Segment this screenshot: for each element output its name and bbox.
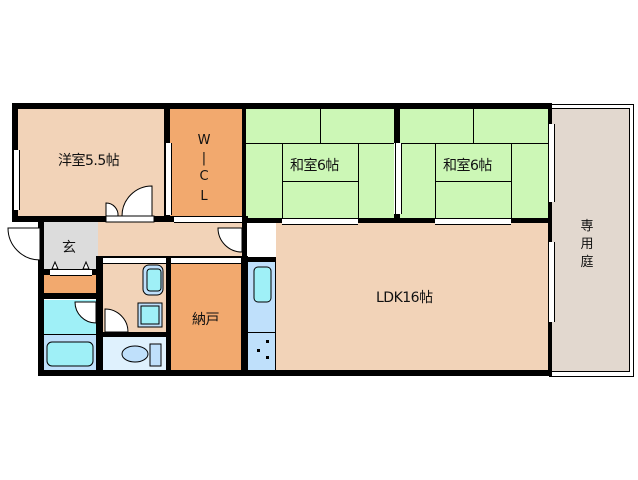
wall-wash-bath xyxy=(44,334,96,335)
wall-shoe-bottom xyxy=(38,293,98,299)
wall-kitchen-top xyxy=(246,257,276,262)
garden-label-char: 用 xyxy=(580,237,594,252)
tatami-line xyxy=(473,108,474,143)
sliding-door-wic-bottom xyxy=(174,216,242,223)
entrance xyxy=(44,222,98,270)
wall-entrance-right xyxy=(96,256,103,376)
wall-wic-japanese xyxy=(242,103,246,222)
shoe-step xyxy=(50,269,92,276)
tatami-line xyxy=(320,108,321,143)
japanese-room-1-label: 和室6帖 xyxy=(290,158,339,174)
wall-right xyxy=(548,103,552,376)
wic-label-line: W xyxy=(197,133,211,148)
sliding-door-japanese-2 xyxy=(435,218,511,225)
storage-room xyxy=(171,262,241,370)
shoe-closet xyxy=(44,275,96,293)
wall-japanese-bottom xyxy=(246,218,552,223)
sliding-door-japanese-divider xyxy=(395,143,402,214)
tatami-line xyxy=(435,181,511,182)
tatami-line xyxy=(282,143,283,218)
sliding-door-japanese-1 xyxy=(282,218,358,225)
tatami-line xyxy=(246,143,394,144)
wall-left-lower xyxy=(38,222,44,376)
storage-label: 納戸 xyxy=(192,312,220,328)
entrance-label: 玄 xyxy=(62,240,76,256)
wall-storage-kitchen xyxy=(241,256,248,376)
sliding-door-wic xyxy=(165,143,172,215)
window-japanese-right xyxy=(548,124,555,202)
japanese-room-2 xyxy=(400,108,548,218)
tatami-line xyxy=(282,181,358,182)
wic-label-line: C xyxy=(199,169,209,184)
tatami-line xyxy=(435,143,436,218)
walk-in-closet xyxy=(170,108,242,216)
kitchen-edge xyxy=(275,262,276,370)
garden-label-char: 庭 xyxy=(580,255,594,270)
private-garden xyxy=(548,105,633,375)
garden-label-char: 専 xyxy=(580,219,594,234)
wic-label: W | C L xyxy=(194,131,214,207)
western-room-label: 洋室5.5帖 xyxy=(58,153,120,169)
window-western-left xyxy=(13,150,20,210)
window-ldk-right xyxy=(548,242,555,322)
tatami-line xyxy=(400,143,548,144)
wic-label-line: | xyxy=(201,151,207,166)
wall-sink-toilet xyxy=(103,332,166,337)
private-garden-label: 専 用 庭 xyxy=(577,218,597,272)
wall-bottom xyxy=(38,370,552,376)
tatami-line xyxy=(358,143,359,218)
ldk-label: LDK16帖 xyxy=(376,290,433,306)
wic-label-line: L xyxy=(200,189,208,204)
japanese-room-2-label: 和室6帖 xyxy=(443,158,492,174)
tatami-line xyxy=(511,143,512,218)
wall-top xyxy=(12,103,552,109)
wall-ldk-left xyxy=(242,222,247,258)
sliding-door-sink xyxy=(103,257,166,264)
ldk-room xyxy=(276,223,548,370)
wall-japanese-divider xyxy=(394,103,400,143)
wall-sink-storage xyxy=(166,256,171,376)
kitchen-divider xyxy=(248,332,276,333)
sliding-door-storage xyxy=(171,257,241,264)
